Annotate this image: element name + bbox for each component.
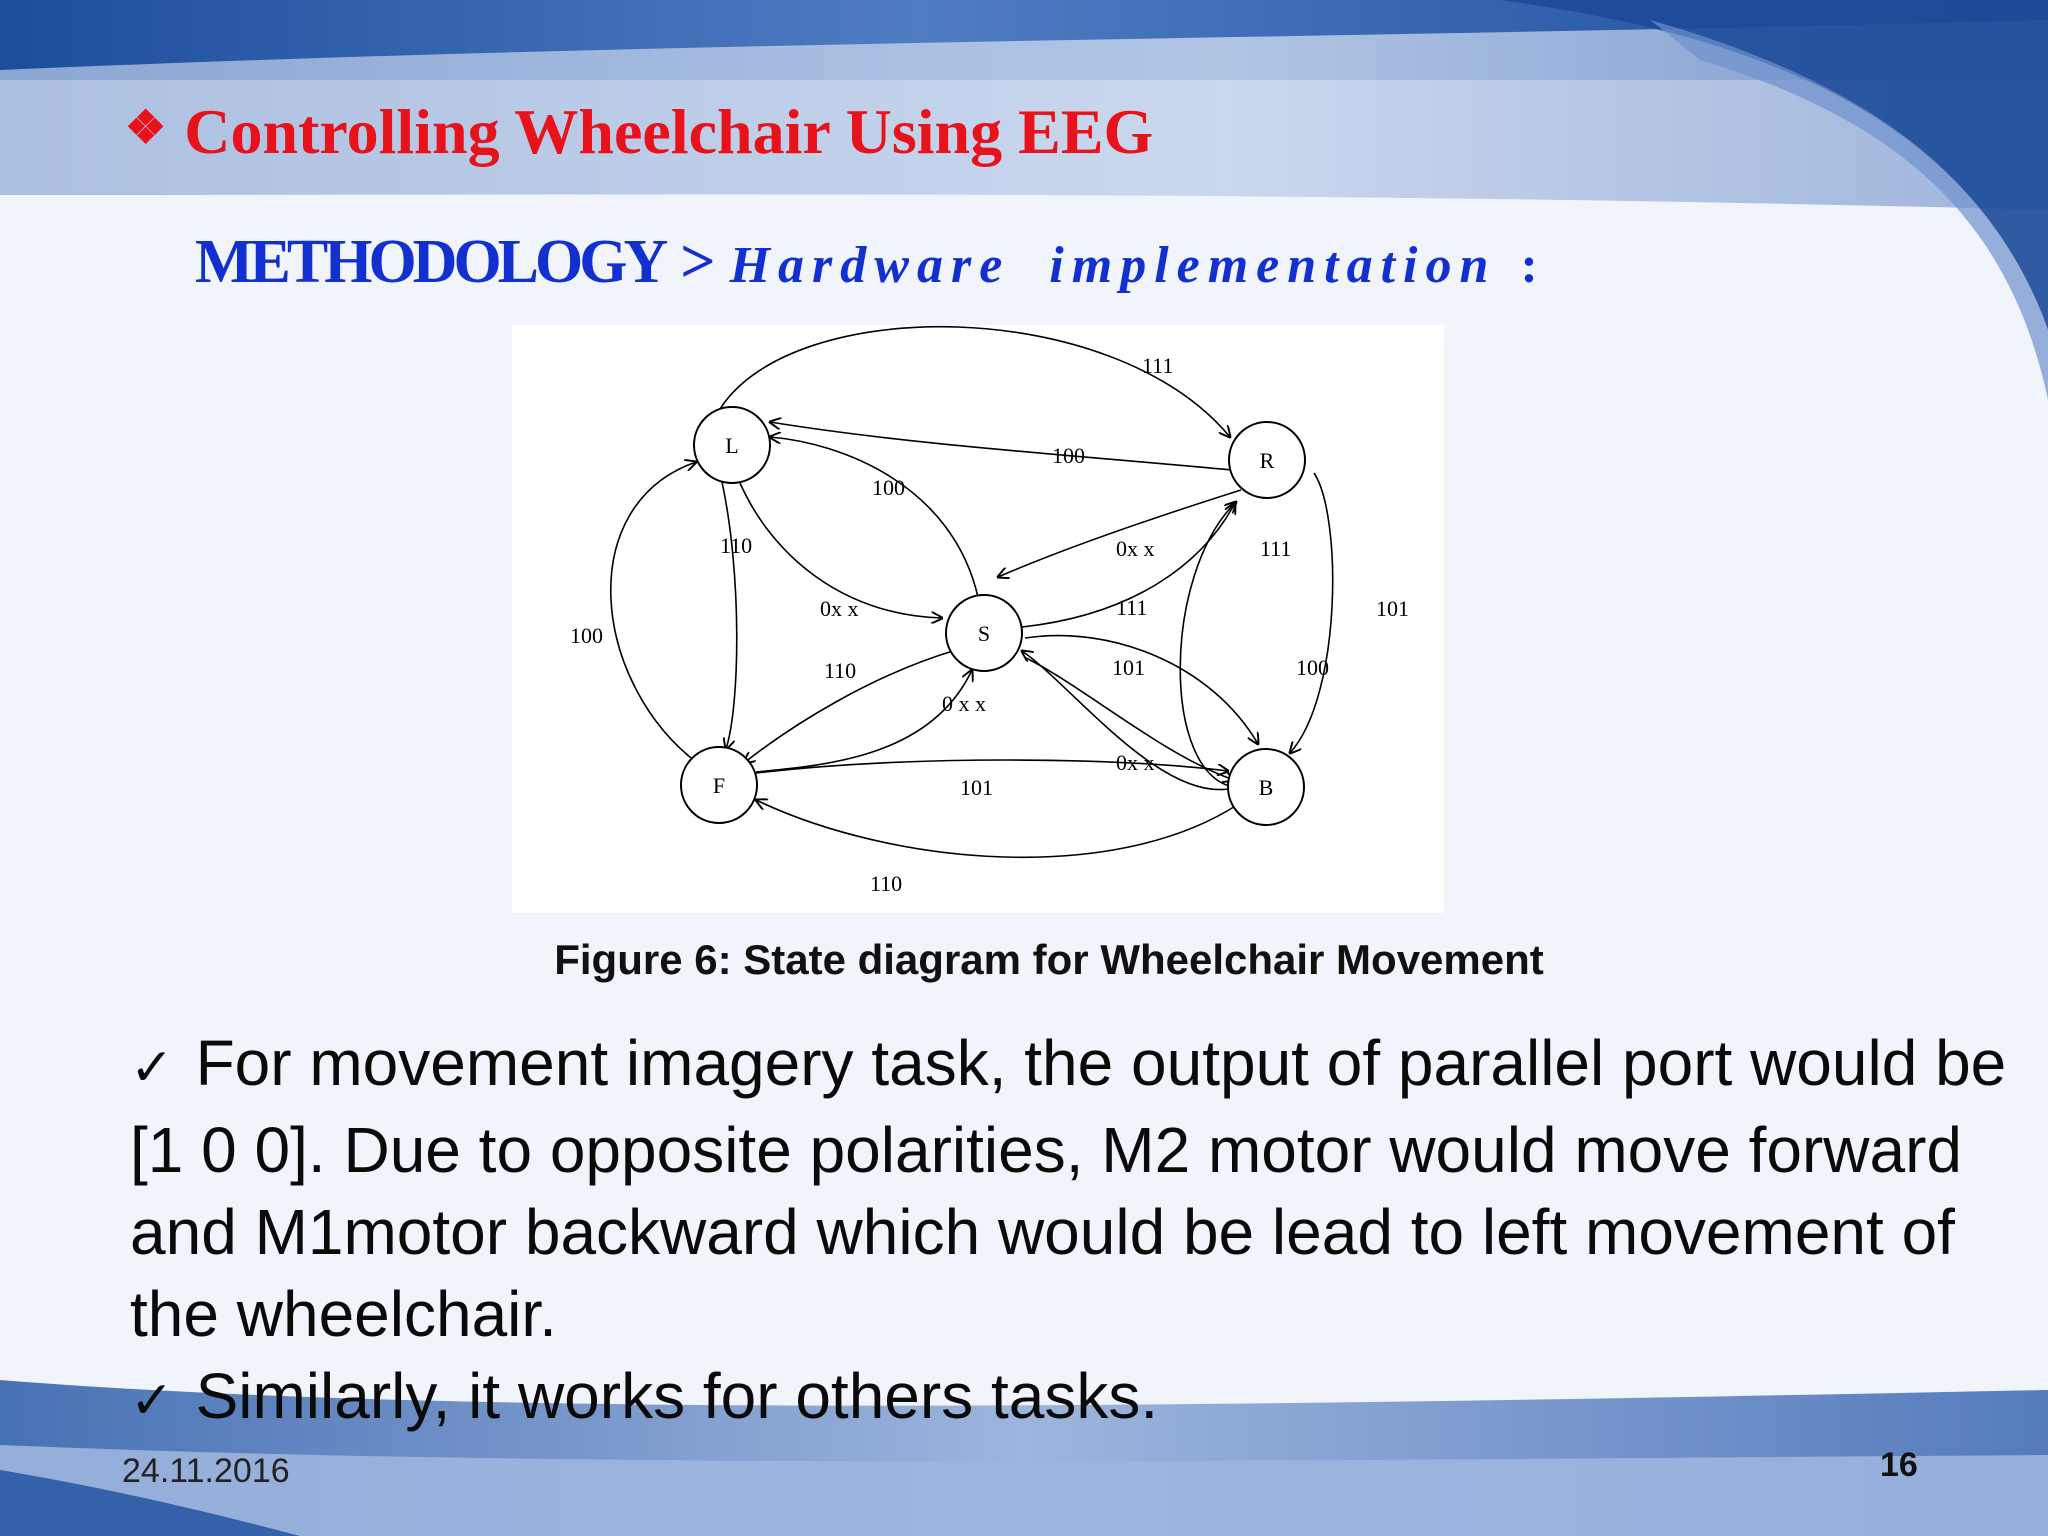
edge-label: 0x x xyxy=(820,596,859,621)
slide-date: 24.11.2016 xyxy=(122,1452,290,1490)
bullet-list: ✓For movement imagery task, the output o… xyxy=(130,1022,2040,1442)
edge-label: 101 xyxy=(960,775,993,800)
figure-caption: Figure 6: State diagram for Wheelchair M… xyxy=(554,936,1544,983)
edge-s-to-f xyxy=(744,649,957,763)
edge-s-to-l xyxy=(770,437,979,598)
edge-label: 101 xyxy=(1112,655,1145,680)
edge-label: 111 xyxy=(1260,536,1291,561)
state-node-s: S xyxy=(945,594,1023,672)
section-separator: > xyxy=(680,228,716,296)
bullet-text: For movement imagery task, the output of… xyxy=(130,1027,2007,1350)
state-circle xyxy=(945,594,1023,672)
state-circle xyxy=(680,746,758,824)
edge-label: 100 xyxy=(1296,655,1329,680)
state-label: F xyxy=(713,773,725,798)
state-circle xyxy=(693,406,771,484)
edge-label: 100 xyxy=(872,475,905,500)
edge-l-to-r xyxy=(719,325,1230,437)
edge-b-to-f xyxy=(756,800,1238,858)
bullet-text: Similarly, it works for others tasks. xyxy=(195,1360,1159,1432)
edge-f-to-s xyxy=(755,670,972,773)
subsection-name: Hardware implementation xyxy=(729,237,1497,294)
edge-label: 101 xyxy=(1376,596,1409,621)
edge-r-to-b xyxy=(1024,634,1258,744)
state-label: B xyxy=(1259,775,1274,800)
edge-b-to-r xyxy=(1179,502,1236,788)
edge-f-to-l xyxy=(610,462,701,766)
edge-l-to-f xyxy=(721,481,738,749)
edge-label: 100 xyxy=(570,623,603,648)
state-node-l: L xyxy=(693,406,771,484)
page-number: 16 xyxy=(1880,1446,1918,1484)
state-label: R xyxy=(1260,448,1275,473)
state-node-b: B xyxy=(1227,748,1305,826)
slide-title: ❖ Controlling Wheelchair Using EEG xyxy=(125,92,1153,178)
check-icon: ✓ xyxy=(130,1371,174,1431)
section-name: METHODOLOGY xyxy=(195,228,668,296)
state-label: S xyxy=(978,621,990,646)
state-node-r: R xyxy=(1228,421,1306,499)
state-circle xyxy=(1228,421,1306,499)
section-heading: METHODOLOGY>Hardware implementation: xyxy=(195,226,1538,314)
edge-r-to-b xyxy=(1290,472,1334,753)
edge-label: 100 xyxy=(1052,443,1085,468)
slide-title-text: Controlling Wheelchair Using EEG xyxy=(184,96,1154,167)
edge-label: 111 xyxy=(1116,595,1147,620)
edge-r-to-s xyxy=(998,489,1242,577)
bullet-item: ✓ Similarly, it works for others tasks. xyxy=(130,1355,2040,1442)
state-diagram-figure: 111 100 100 100 110 0x x 0x x 111 111 101 110 0 x x… xyxy=(512,325,1444,913)
edge-f-to-b xyxy=(755,759,1228,773)
edge-label: 0x x xyxy=(1116,750,1155,775)
state-node-f: F xyxy=(680,746,758,824)
bullet-item: ✓For movement imagery task, the output o… xyxy=(130,1022,2040,1355)
edge-s-to-r xyxy=(1021,503,1235,628)
edge-l-to-s xyxy=(739,482,942,618)
edge-label: 0x x xyxy=(1116,536,1155,561)
edge-label: 110 xyxy=(870,871,902,896)
subsection-colon: : xyxy=(1520,237,1538,294)
edge-label: 111 xyxy=(1142,353,1173,378)
diamond-bullet-icon: ❖ xyxy=(125,102,167,153)
check-icon: ✓ xyxy=(130,1038,174,1098)
edge-label: 0 x x xyxy=(942,691,986,716)
edge-label: 110 xyxy=(720,533,752,558)
state-label: L xyxy=(725,433,738,458)
edge-r-to-l xyxy=(770,422,1233,471)
state-circle xyxy=(1227,748,1305,826)
edge-label: 110 xyxy=(824,658,856,683)
state-diagram: 111 100 100 100 110 0x x 0x x 111 111 101 110 0 x x… xyxy=(570,325,1409,896)
edge-b-to-s xyxy=(1022,651,1235,791)
